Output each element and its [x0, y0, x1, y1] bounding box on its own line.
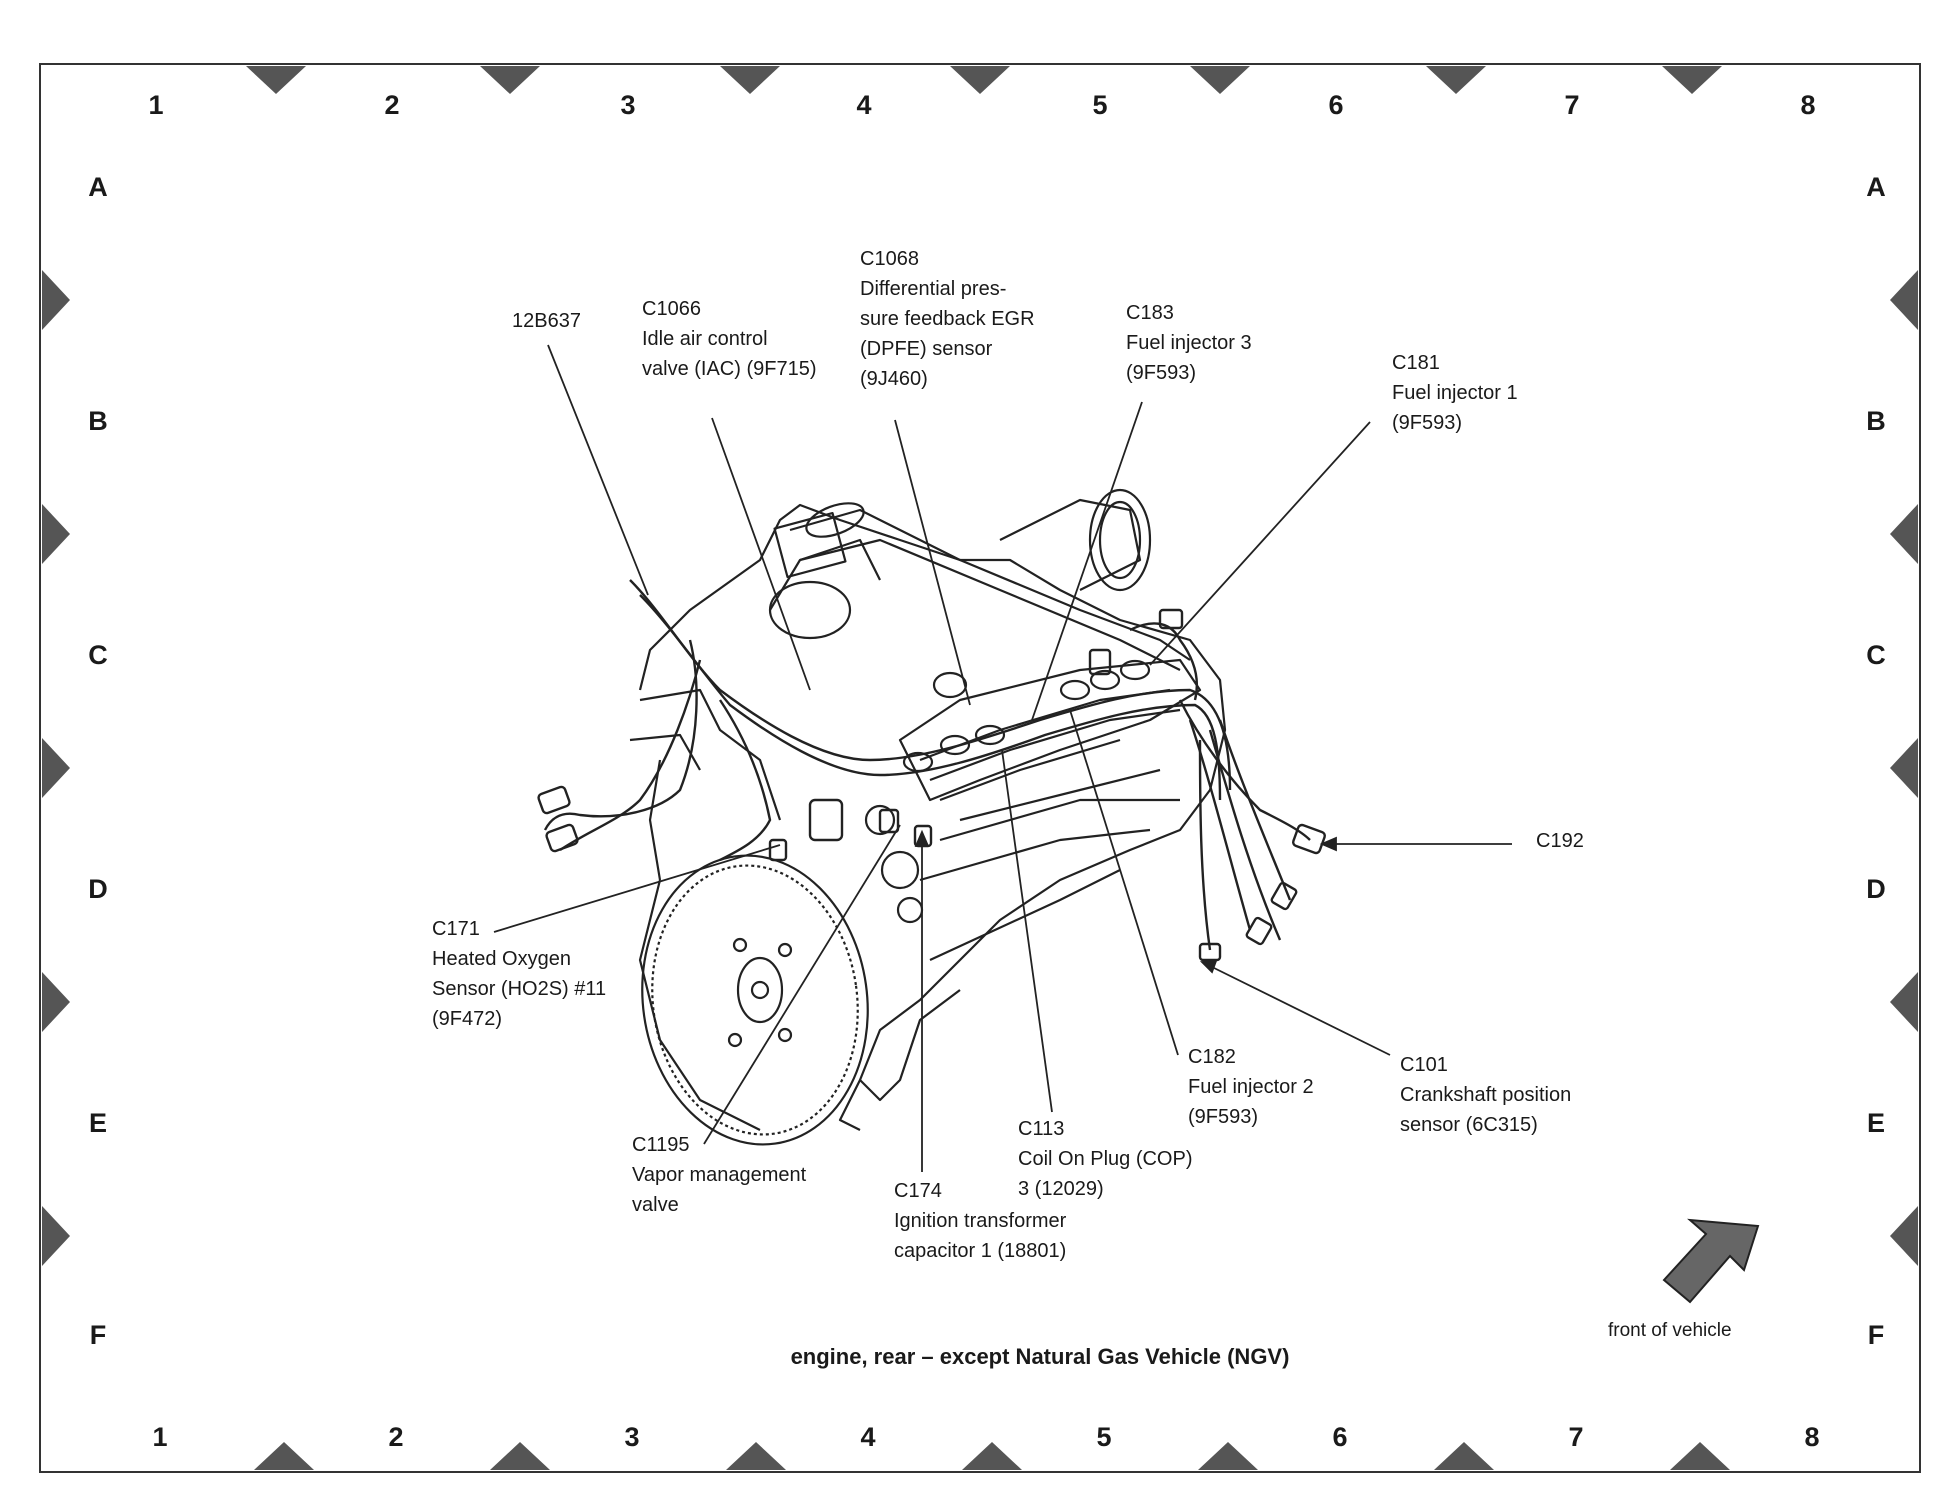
grid-col-top-3: 3 [620, 90, 636, 120]
callout-line: (9F593) [1188, 1106, 1259, 1128]
callout-c1068: C1068 Differential pres- sure feedback E… [860, 244, 1035, 394]
callout-line: Ignition transformer [894, 1210, 1067, 1232]
grid-col-bottom-6: 6 [1332, 1422, 1348, 1452]
callout-line: Heated Oxygen [432, 948, 571, 970]
top-grid-markers [246, 66, 1722, 94]
grid-col-top-2: 2 [384, 90, 400, 120]
grid-row-left-d: D [88, 874, 108, 904]
bottom-grid-markers [254, 1442, 1730, 1470]
callout-c181: C181 Fuel injector 1 (9F593) [1392, 348, 1518, 438]
grid-row-left-a: A [88, 172, 108, 202]
callout-line: sure feedback EGR [860, 308, 1035, 330]
callout-line: (9J460) [860, 368, 928, 390]
callout-line: C1066 [642, 298, 701, 320]
grid-row-right-a: A [1866, 172, 1886, 202]
diagram-caption: engine, rear – except Natural Gas Vehicl… [790, 1344, 1290, 1369]
grid-row-right-c: C [1866, 640, 1886, 670]
callout-c182: C182 Fuel injector 2 (9F593) [1188, 1042, 1314, 1132]
callout-c101: C101 Crankshaft position sensor (6C315) [1400, 1050, 1571, 1140]
callout-line: 12B637 [512, 310, 581, 332]
callout-c192: C192 [1536, 826, 1584, 856]
callout-line: Crankshaft position [1400, 1084, 1572, 1106]
callout-line: Fuel injector 1 [1392, 382, 1518, 404]
callout-line: C101 [1400, 1054, 1448, 1076]
right-grid-markers [1890, 270, 1918, 1266]
callout-line: 3 (12029) [1018, 1178, 1104, 1200]
grid-col-bottom-4: 4 [860, 1422, 876, 1452]
grid-col-bottom-2: 2 [388, 1422, 404, 1452]
leader-lines [493, 344, 1512, 1172]
callout-line: Vapor management [632, 1164, 807, 1186]
callout-line: C183 [1126, 302, 1174, 324]
grid-col-top-8: 8 [1800, 90, 1816, 120]
callout-line: (9F593) [1392, 412, 1463, 434]
grid-col-top-1: 1 [148, 90, 164, 120]
grid-row-left-e: E [88, 1108, 107, 1138]
grid-row-left-c: C [88, 640, 108, 670]
grid-col-top-6: 6 [1328, 90, 1344, 120]
callout-line: C174 [894, 1180, 942, 1202]
callout-line: C1068 [860, 248, 919, 270]
callout-line: C192 [1536, 830, 1584, 852]
callout-line: sensor (6C315) [1400, 1114, 1538, 1136]
callout-line: valve [632, 1194, 679, 1216]
callout-line: Differential pres- [860, 278, 1007, 300]
grid-row-right-f: F [1867, 1320, 1885, 1350]
grid-row-right-b: B [1866, 406, 1886, 436]
callout-line: C181 [1392, 352, 1440, 374]
callout-line: valve (IAC) (9F715) [642, 358, 817, 380]
callout-c174: C174 Ignition transformer capacitor 1 (1… [894, 1176, 1066, 1266]
callout-line: C182 [1188, 1046, 1236, 1068]
callout-c113: C113 Coil On Plug (COP) 3 (12029) [1018, 1114, 1193, 1204]
callout-line: (DPFE) sensor [860, 338, 993, 360]
grid-col-bottom-1: 1 [152, 1422, 168, 1452]
callout-c183: C183 Fuel injector 3 (9F593) [1126, 298, 1252, 388]
grid-col-bottom-7: 7 [1568, 1422, 1584, 1452]
callout-12b637: 12B637 [512, 306, 581, 336]
grid-row-right-d: D [1866, 874, 1886, 904]
front-of-vehicle-arrow-icon [1662, 1218, 1760, 1304]
grid-row-left-f: F [89, 1320, 107, 1350]
grid-col-top-5: 5 [1092, 90, 1108, 120]
wire-harness [537, 579, 1326, 962]
engine-illustration [629, 488, 1227, 1146]
callout-line: Fuel injector 2 [1188, 1076, 1314, 1098]
callout-line: Fuel injector 3 [1126, 332, 1252, 354]
left-grid-markers [42, 270, 70, 1266]
grid-col-bottom-3: 3 [624, 1422, 640, 1452]
front-of-vehicle-label: front of vehicle [1608, 1320, 1732, 1341]
callout-line: C1195 [632, 1134, 690, 1156]
grid-col-bottom-8: 8 [1804, 1422, 1820, 1452]
grid-col-top-4: 4 [856, 90, 872, 120]
grid-row-left-b: B [88, 406, 108, 436]
grid-col-top-7: 7 [1564, 90, 1580, 120]
callout-c1066: C1066 Idle air control valve (IAC) (9F71… [642, 294, 817, 384]
callout-line: (9F472) [432, 1008, 503, 1030]
callout-line: Coil On Plug (COP) [1018, 1148, 1193, 1170]
callout-line: Sensor (HO2S) #11 [432, 978, 607, 1000]
grid-col-bottom-5: 5 [1096, 1422, 1112, 1452]
callout-line: C171 [432, 918, 480, 940]
callout-line: C113 [1018, 1118, 1065, 1140]
grid-row-right-e: E [1866, 1108, 1885, 1138]
callout-line: Idle air control [642, 328, 768, 350]
callout-c171: C171 Heated Oxygen Sensor (HO2S) #11 (9F… [432, 914, 606, 1034]
callout-line: capacitor 1 (18801) [894, 1240, 1067, 1262]
diagram-border [39, 63, 1921, 1473]
callout-c1195: C1195 Vapor management valve [632, 1130, 806, 1220]
callout-line: (9F593) [1126, 362, 1197, 384]
